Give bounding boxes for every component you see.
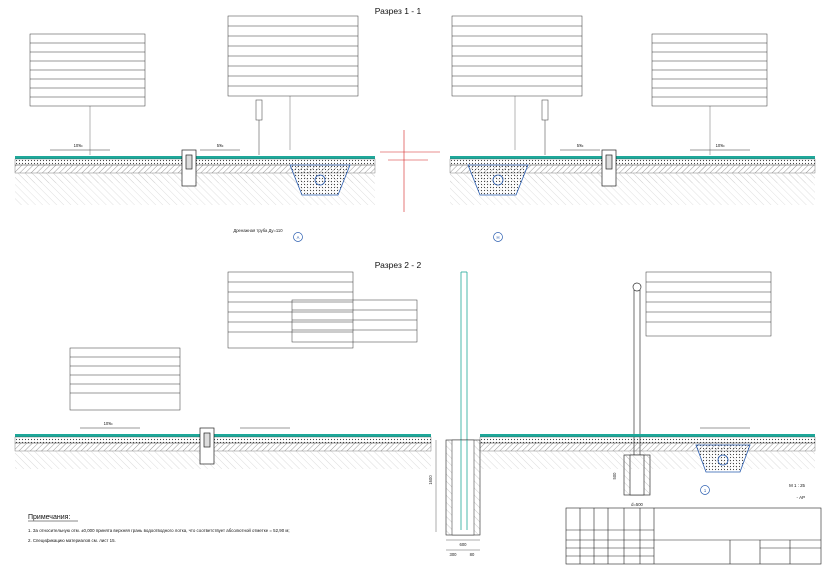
- slope-label: 5‰: [217, 143, 224, 148]
- layer-spec-table: [227, 15, 359, 97]
- section-marker: [493, 232, 503, 242]
- section-marker-label: А: [297, 235, 300, 240]
- dimension-80: 80: [470, 552, 475, 557]
- drain-pipe-label: Дренажная труба Дy=110: [233, 228, 283, 233]
- dimension-marks: [380, 130, 440, 212]
- lighting-pole: [255, 99, 549, 155]
- footing-core: [451, 439, 475, 536]
- drain-trench: [695, 444, 751, 473]
- title-block: [565, 507, 822, 565]
- dimension-lines: [435, 440, 480, 551]
- slope-label: 5‰: [577, 143, 584, 148]
- drain-trench: [289, 164, 529, 196]
- ground-layers-right: [479, 434, 816, 469]
- dimension-d500: d=500: [631, 502, 643, 507]
- ground-layers-left: [14, 434, 432, 469]
- section-marker: [700, 485, 710, 495]
- layer-spec-table: [291, 299, 418, 343]
- ground-layers-right: [449, 156, 816, 205]
- scale-label: М 1 : 25: [789, 483, 805, 488]
- layer-spec-table: [651, 33, 768, 107]
- layer-spec-table: [69, 347, 181, 411]
- slope-label: 10‰: [104, 421, 114, 426]
- dimension-300: 300: [450, 552, 458, 557]
- section-marker-label: Н: [496, 235, 499, 240]
- dimension-600: 600: [460, 542, 468, 547]
- note-line: 1. За относительную отм. ±0,000 принята …: [28, 528, 290, 533]
- dimension-500: 500: [612, 472, 617, 480]
- drainage-tray: [199, 427, 215, 465]
- notes-heading: Примечания:: [28, 514, 70, 521]
- layer-spec-table: [451, 15, 583, 97]
- sheet-code: - АР: [796, 495, 805, 500]
- section-marker-label: 1: [704, 488, 707, 493]
- section-marker: [293, 232, 303, 242]
- drainage-tray: [181, 149, 617, 187]
- dimension-1600: 1600: [428, 475, 433, 485]
- note-line: 2. Спецификацию материалов см. лист 15.: [28, 538, 116, 543]
- layer-spec-table: [645, 271, 772, 337]
- section-1-title: Разрез 1 - 1: [375, 6, 422, 16]
- leader-lines: [89, 96, 711, 155]
- layer-spec-table: [29, 33, 146, 107]
- slope-label: 10‰: [74, 143, 84, 148]
- slope-label: 10‰: [716, 143, 726, 148]
- section-2-title: Разрез 2 - 2: [375, 260, 422, 270]
- layer-spec-table: [227, 271, 354, 349]
